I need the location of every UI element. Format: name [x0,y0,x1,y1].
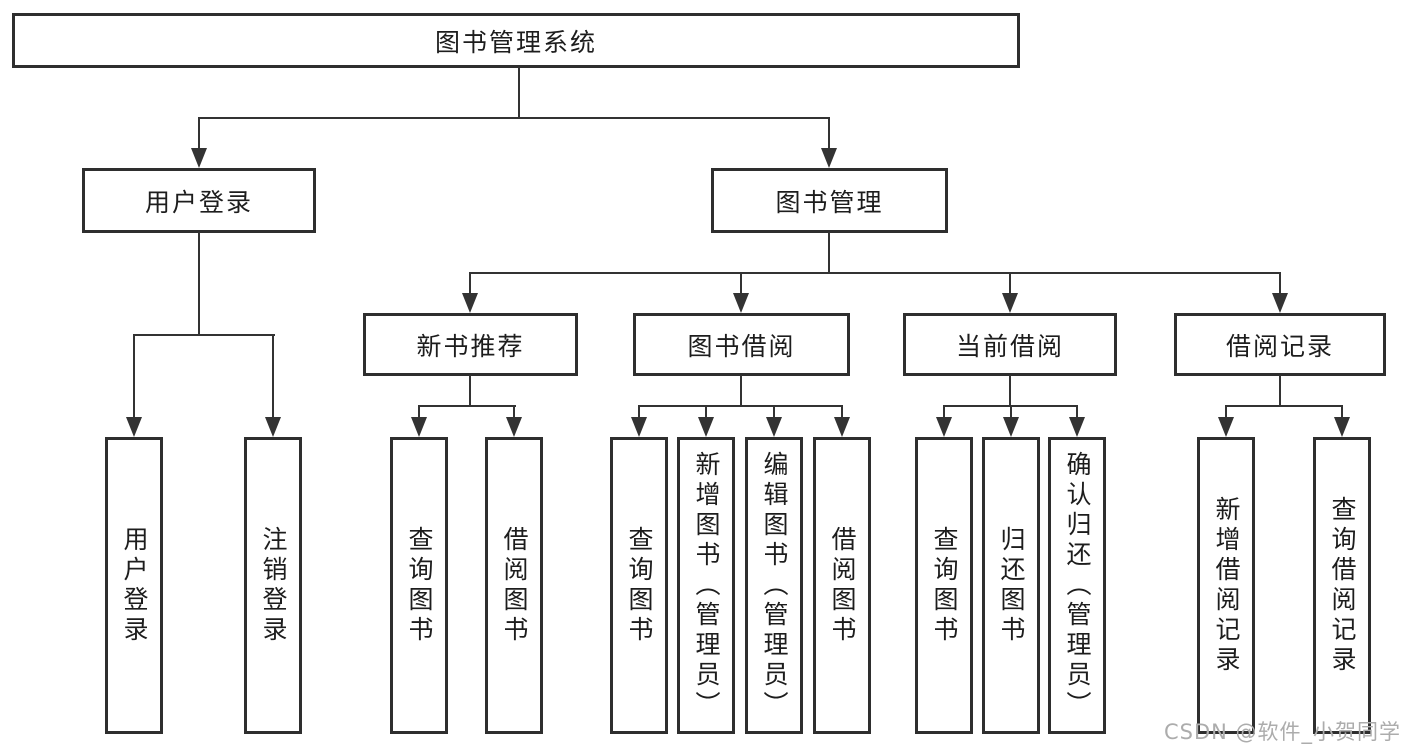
connector-vline [198,232,200,336]
connector-vline [943,405,945,419]
connector-hline [198,117,830,119]
node-user-login: 用户登录 [82,168,316,233]
arrowhead-down-icon [631,417,647,437]
connector-vline [469,272,471,295]
connector-hline [1225,405,1343,407]
leaf-query-borrow-record: 查询借阅记录 [1313,437,1371,734]
connector-hline [133,334,275,336]
arrowhead-down-icon [462,293,478,313]
leaf-confirm-return-admin: 确认归还（管理员） [1048,437,1106,734]
arrowhead-down-icon [1069,417,1085,437]
connector-vline [1279,272,1281,295]
arrowhead-down-icon [1002,293,1018,313]
connector-vline [740,375,742,407]
connector-vline [1225,405,1227,419]
arrowhead-down-icon [506,417,522,437]
leaf-borrow-books-borrowing: 借阅图书 [813,437,871,734]
connector-vline [705,405,707,419]
arrowhead-down-icon [698,417,714,437]
arrowhead-down-icon [1003,417,1019,437]
connector-vline [841,405,843,419]
connector-vline [418,405,420,419]
leaf-add-borrow-record: 新增借阅记录 [1197,437,1255,734]
arrowhead-down-icon [821,148,837,168]
arrowhead-down-icon [411,417,427,437]
arrowhead-down-icon [126,417,142,437]
leaf-query-books-recommend: 查询图书 [390,437,448,734]
arrowhead-down-icon [265,417,281,437]
connector-vline [773,405,775,419]
arrowhead-down-icon [766,417,782,437]
arrowhead-down-icon [1272,293,1288,313]
arrowhead-down-icon [191,148,207,168]
node-new-book-recommendation: 新书推荐 [363,313,578,376]
arrowhead-down-icon [1218,417,1234,437]
leaf-query-books-current: 查询图书 [915,437,973,734]
connector-hline [469,272,1281,274]
arrowhead-down-icon [733,293,749,313]
leaf-edit-book-admin: 编辑图书（管理员） [745,437,803,734]
connector-vline [740,272,742,295]
connector-vline [1009,272,1011,295]
connector-vline [1341,405,1343,419]
leaf-user-login: 用户登录 [105,437,163,734]
node-library-management-system: 图书管理系统 [12,13,1020,68]
connector-hline [638,405,843,407]
connector-vline [1009,375,1011,407]
connector-vline [133,334,135,419]
connector-vline [828,117,830,150]
leaf-query-books-borrowing: 查询图书 [610,437,668,734]
connector-vline [638,405,640,419]
arrowhead-down-icon [936,417,952,437]
arrowhead-down-icon [1334,417,1350,437]
leaf-borrow-books-recommend: 借阅图书 [485,437,543,734]
node-book-borrowing: 图书借阅 [633,313,850,376]
leaf-add-book-admin: 新增图书（管理员） [677,437,735,734]
connector-vline [272,334,274,419]
connector-vline [1279,375,1281,407]
connector-vline [1076,405,1078,419]
connector-vline [1010,405,1012,419]
node-borrowing-records: 借阅记录 [1174,313,1386,376]
connector-hline [418,405,516,407]
connector-vline [518,67,520,118]
node-book-management: 图书管理 [711,168,948,233]
arrowhead-down-icon [834,417,850,437]
connector-vline [198,117,200,150]
csdn-watermark: CSDN @软件_小贺同学 [1164,720,1402,744]
connector-vline [828,232,830,274]
connector-vline [469,375,471,407]
connector-vline [513,405,515,419]
leaf-logout: 注销登录 [244,437,302,734]
leaf-return-books: 归还图书 [982,437,1040,734]
node-current-borrowing: 当前借阅 [903,313,1117,376]
